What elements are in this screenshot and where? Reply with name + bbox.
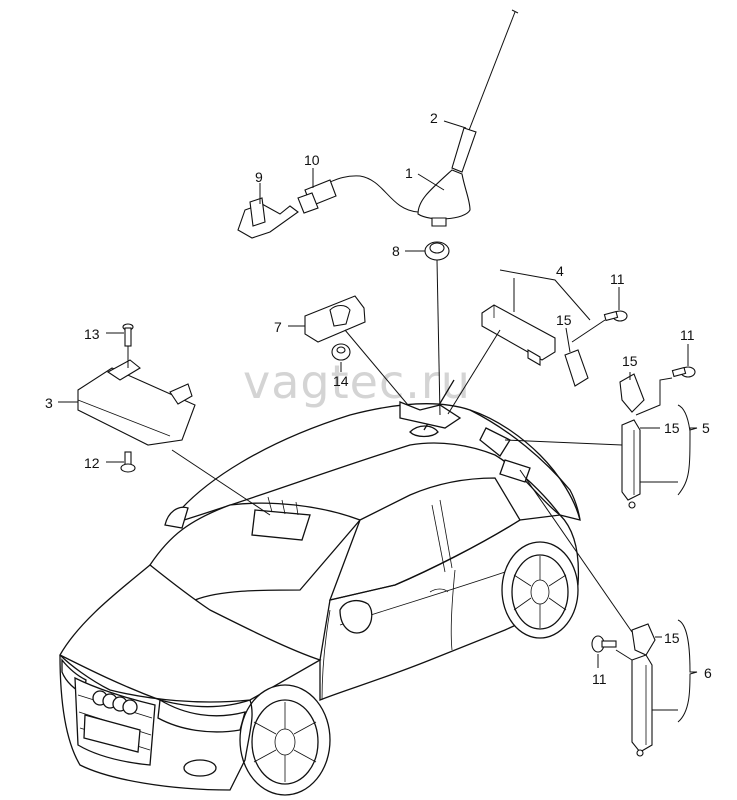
module-3 bbox=[77, 359, 196, 446]
module-4 bbox=[481, 304, 556, 366]
callout-14: 14 bbox=[333, 373, 349, 389]
callout-12: 12 bbox=[84, 455, 100, 471]
audi-rings-logo bbox=[92, 690, 138, 715]
nut-8 bbox=[424, 241, 450, 261]
callout-2: 2 bbox=[430, 110, 438, 126]
screw-11-bottom bbox=[591, 635, 617, 653]
antenna-base bbox=[329, 169, 471, 227]
connector-10 bbox=[297, 179, 337, 214]
callout-8: 8 bbox=[392, 243, 400, 259]
callout-15-right: 15 bbox=[622, 353, 638, 369]
bracket-9 bbox=[237, 197, 299, 239]
callout-15-mid: 15 bbox=[664, 420, 680, 436]
callout-9: 9 bbox=[255, 169, 263, 185]
callout-15-bottom: 15 bbox=[664, 630, 680, 646]
leader-lines bbox=[58, 120, 698, 723]
callout-5: 5 bbox=[702, 420, 710, 436]
clip-15-right bbox=[619, 373, 645, 413]
watermark: vagtec.ru bbox=[243, 355, 471, 409]
screw-11-right bbox=[671, 366, 696, 378]
strip-6 bbox=[631, 654, 653, 757]
callout-11-bottom: 11 bbox=[592, 671, 607, 687]
callout-7: 7 bbox=[274, 319, 282, 335]
antenna-rod bbox=[451, 9, 519, 173]
callout-4: 4 bbox=[556, 263, 564, 279]
module-7 bbox=[304, 295, 366, 343]
car-illustration bbox=[59, 379, 581, 796]
callout-6: 6 bbox=[704, 665, 712, 681]
screw-12 bbox=[120, 451, 136, 473]
callout-1: 1 bbox=[405, 165, 413, 181]
callout-13: 13 bbox=[84, 326, 100, 342]
callout-11-top: 11 bbox=[610, 271, 625, 287]
callout-numbers: 2 1 10 9 8 4 11 15 7 13 11 15 14 3 15 5 … bbox=[45, 110, 712, 687]
callout-11-right: 11 bbox=[680, 327, 695, 343]
callout-10: 10 bbox=[304, 152, 320, 168]
nut-14 bbox=[331, 343, 351, 361]
clip-15-top bbox=[564, 349, 589, 387]
strip-5 bbox=[621, 419, 641, 509]
callout-15-top: 15 bbox=[556, 312, 572, 328]
screw-11-top bbox=[603, 310, 628, 322]
clip-15-bottom bbox=[631, 623, 656, 656]
callout-3: 3 bbox=[45, 395, 53, 411]
screw-13 bbox=[122, 323, 134, 347]
